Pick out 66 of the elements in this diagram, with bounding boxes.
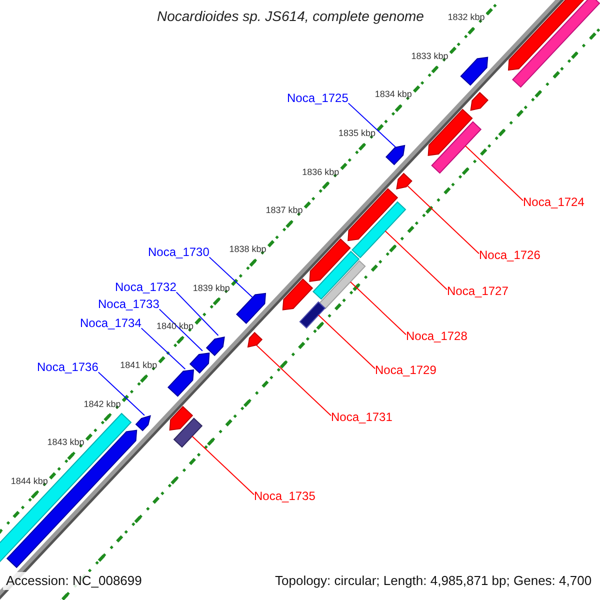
scale-label: 1832 kbp (448, 12, 485, 23)
leader-line (192, 436, 254, 496)
gene-label: Noca_1725 (287, 92, 348, 106)
title: Nocardioides sp. JS614, complete genome (157, 9, 424, 24)
gene-feature (460, 56, 488, 86)
gene-label: Noca_1731 (331, 411, 392, 424)
gene-label: Noca_1726 (479, 249, 540, 262)
scale-label: 1835 kbp (338, 128, 376, 139)
scale-label: 1840 kbp (156, 322, 194, 332)
gene-feature (236, 292, 266, 324)
gene-feature (396, 172, 412, 190)
scale-label: 1836 kbp (302, 168, 340, 178)
gene-label: Noca_1735 (254, 490, 316, 504)
scale-label: 1833 kbp (411, 52, 448, 62)
scale-label: 1839 kbp (192, 284, 230, 294)
gene-feature (508, 0, 587, 71)
gene-label: Noca_1729 (375, 364, 436, 378)
scale-label: 1842 kbp (84, 400, 121, 410)
gene-label: Noca_1728 (406, 330, 468, 344)
gene-feature (189, 352, 210, 374)
gene-feature (0, 412, 132, 563)
gene-feature (6, 430, 138, 568)
gene-feature (312, 250, 360, 300)
leader-line (208, 256, 254, 298)
scale-label: 1837 kbp (266, 206, 303, 216)
leader-line (140, 328, 186, 370)
gene-label: Noca_1736 (37, 361, 98, 374)
leader-line (158, 308, 203, 352)
leader-line (406, 185, 480, 254)
gene-feature (470, 92, 488, 111)
scale-label: 1841 kbp (120, 361, 158, 371)
gene-feature (168, 369, 194, 397)
leader-line (318, 314, 376, 370)
gene-feature (352, 201, 406, 258)
gene-feature (135, 415, 151, 432)
gene-feature (282, 278, 314, 310)
gene-label: Noca_1727 (447, 285, 508, 298)
gene-label: Noca_1732 (115, 281, 176, 294)
gene-feature (299, 301, 326, 329)
leader-line (384, 230, 448, 290)
leader-line (256, 344, 332, 416)
gene-feature (318, 260, 366, 310)
gene-label: Noca_1734 (80, 317, 142, 330)
gene-feature (386, 144, 406, 166)
gene-feature (169, 406, 194, 431)
gene-feature (348, 188, 398, 242)
gene-feature (206, 336, 225, 356)
scale-label: 1834 kbp (374, 90, 412, 100)
leader-line (98, 372, 145, 416)
leader-line (350, 281, 406, 336)
gene-feature (428, 108, 473, 156)
gene-label: Noca_1730 (148, 246, 210, 260)
leader-line (176, 292, 219, 336)
scale-label: 1843 kbp (47, 438, 84, 448)
gene-label: Noca_1733 (98, 298, 160, 312)
scale-label: 1844 kbp (10, 477, 48, 488)
gene-feature (247, 332, 263, 348)
leader-line (348, 102, 396, 148)
gene-feature (512, 0, 600, 88)
gene-label: Noca_1724 (523, 196, 584, 210)
gene-feature (173, 418, 203, 448)
scale-label: 1838 kbp (229, 245, 266, 255)
gene-feature (309, 238, 351, 282)
gene-feature (431, 121, 482, 174)
genome-info-text: Topology: circular; Length: 4,985,871 bp; Genes: 4,700 (275, 574, 592, 588)
leader-line (464, 145, 524, 202)
